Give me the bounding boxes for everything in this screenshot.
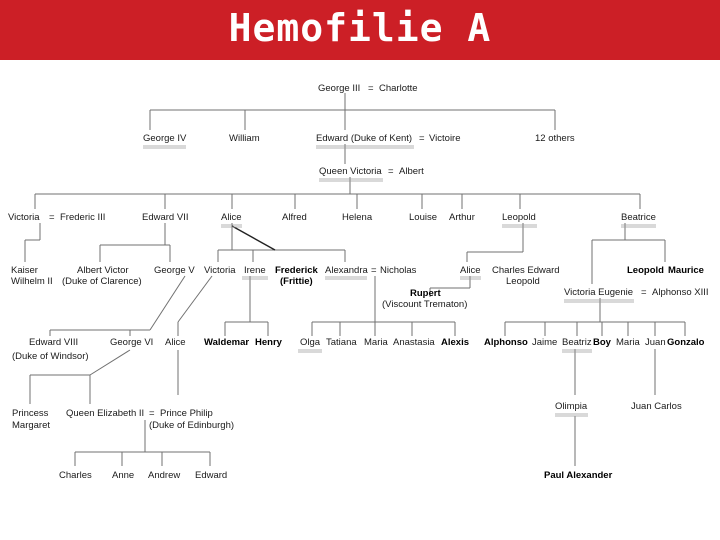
person-anastasia: Anastasia [393, 337, 435, 348]
person-william: William [229, 133, 260, 144]
person-maurice: Maurice [668, 265, 704, 276]
person-prince-philip: Prince Philip [160, 408, 213, 419]
person-kaiser: Kaiser [11, 265, 38, 276]
person-alphonso: Alphonso [484, 337, 528, 348]
person-viscount-trematon: (Viscount Trematon) [382, 299, 468, 310]
marriage-sign: = [419, 133, 425, 144]
person-andrew: Andrew [148, 470, 181, 481]
marriage-sign: = [49, 212, 55, 223]
person-leopold: Leopold [502, 212, 536, 223]
person-helena: Helena [342, 212, 373, 223]
marriage-sign: = [641, 287, 647, 298]
person-albert-victor: Albert Victor [77, 265, 129, 276]
person-edward-viii: Edward VIII [29, 337, 79, 348]
title-bar: Hemofilie A [0, 0, 720, 60]
person-maria-2: Maria [616, 337, 640, 348]
person-olimpia: Olimpia [555, 401, 588, 412]
person-arthur: Arthur [449, 212, 475, 223]
person-margaret: Margaret [12, 420, 51, 431]
person-olga: Olga [300, 337, 321, 348]
person-jaime: Jaime [532, 337, 558, 348]
connector [89, 349, 131, 376]
person-waldemar: Waldemar [204, 337, 250, 348]
page-title: Hemofilie A [228, 6, 492, 50]
person-princess: Princess [12, 408, 49, 419]
person-alice: Alice [221, 212, 242, 223]
person-victoire: Victoire [429, 133, 461, 144]
person-frederic-iii: Frederic III [60, 212, 106, 223]
person-tatiana: Tatiana [326, 337, 357, 348]
person-alexandra: Alexandra [325, 265, 368, 276]
person-rupert: Rupert [410, 288, 441, 299]
person-victoria: Victoria [8, 212, 40, 223]
person-paul-alexander: Paul Alexander [544, 470, 613, 481]
marriage-sign: = [371, 265, 377, 276]
person-charlotte: Charlotte [379, 83, 418, 94]
person-juan: Juan [645, 337, 666, 348]
person-boy: Boy [593, 337, 611, 348]
person-victoria-2: Victoria [204, 265, 236, 276]
person-beatriz: Beatriz [562, 337, 592, 348]
person-leopold-2: Leopold [506, 276, 540, 287]
person-george-iii: George III [318, 83, 361, 94]
person-leopold-3: Leopold [627, 265, 664, 276]
person-irene: Irene [244, 265, 266, 276]
person-gonzalo: Gonzalo [667, 337, 705, 348]
person-anne: Anne [112, 470, 135, 481]
person-charles-edward: Charles Edward [492, 265, 560, 276]
person-alfred: Alfred [282, 212, 307, 223]
person-charles: Charles [59, 470, 92, 481]
person-wilhelm-ii: Wilhelm II [11, 276, 53, 287]
person-nicholas: Nicholas [380, 265, 417, 276]
connector [177, 275, 213, 323]
person-george-vi: George VI [110, 337, 154, 348]
person-henry: Henry [255, 337, 282, 348]
marriage-sign: = [149, 408, 155, 419]
person-12-others: 12 others [535, 133, 575, 144]
person-edward: Edward [195, 470, 228, 481]
person-george-v: George V [154, 265, 195, 276]
person-queen-elizabeth-ii: Queen Elizabeth II [66, 408, 145, 419]
person-edward-vii: Edward VII [142, 212, 189, 223]
person-albert: Albert [399, 166, 424, 177]
person-victoria-eugenie: Victoria Eugenie [564, 287, 634, 298]
person-alphonso-xiii: Alphonso XIII [652, 287, 709, 298]
person-alexis: Alexis [441, 337, 469, 348]
person-queen-victoria: Queen Victoria [319, 166, 382, 177]
marriage-sign: = [388, 166, 394, 177]
name-underlines [143, 145, 656, 417]
marriage-sign: = [368, 83, 374, 94]
person-duke-of-windsor: (Duke of Windsor) [12, 351, 89, 362]
person-maria: Maria [364, 337, 388, 348]
person-frederick: Frederick [275, 265, 318, 276]
person-beatrice: Beatrice [621, 212, 656, 223]
person-george-iv: George IV [143, 133, 187, 144]
person-louise: Louise [409, 212, 437, 223]
person-alice-2: Alice [460, 265, 481, 276]
connector [231, 225, 276, 251]
person-juan-carlos: Juan Carlos [631, 401, 682, 412]
person-duke-of-clarence: (Duke of Clarence) [62, 276, 142, 287]
person-alice-3: Alice [165, 337, 186, 348]
connector [149, 275, 186, 331]
person-duke-of-edinburgh: (Duke of Edinburgh) [149, 420, 235, 431]
person-frittie: (Frittie) [280, 276, 313, 287]
person-edward-kent: Edward (Duke of Kent) [316, 133, 413, 144]
